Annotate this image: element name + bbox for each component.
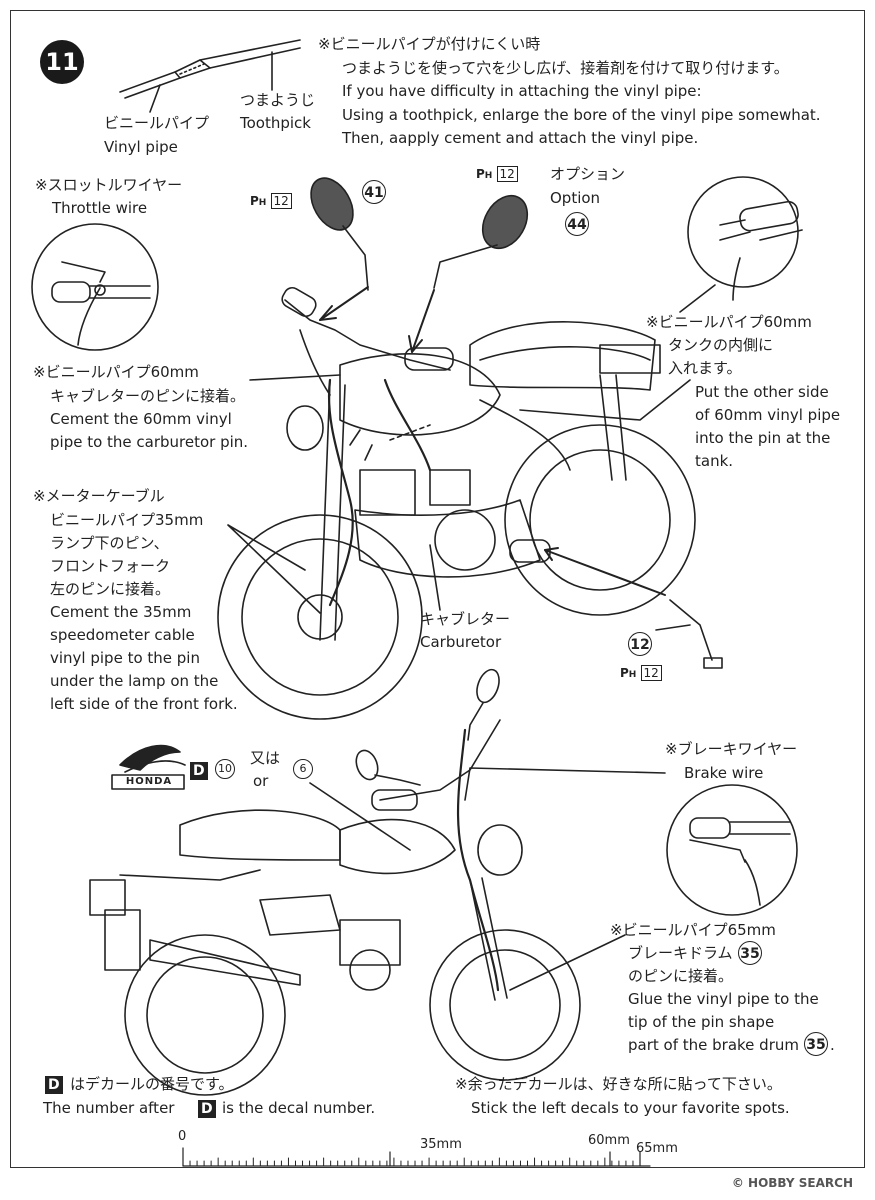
note-65mm-en3: part of the brake drum bbox=[628, 1036, 799, 1054]
brake-wire-label-jp: ※ブレーキワイヤー bbox=[665, 740, 798, 758]
note-65mm-en1: Glue the vinyl pipe to the bbox=[628, 990, 819, 1008]
ruler-label-0: 0 bbox=[178, 1129, 187, 1144]
note-meter-cable-en2: speedometer cable bbox=[50, 626, 195, 644]
decal-note-d-badge: D bbox=[45, 1074, 63, 1094]
note-60mm-tank-en4: tank. bbox=[695, 452, 734, 470]
vinyl-pipe-inset-drawing bbox=[119, 39, 301, 113]
vinyl-pipe-tip-jp2: つまようじを使って穴を少し広げ、接着剤を付けて取り付けます。 bbox=[342, 59, 789, 77]
vinyl-pipe-tip-jp: ※ビニールパイプが付けにくい時 bbox=[318, 35, 541, 53]
note-meter-cable-en5: left side of the front fork. bbox=[50, 695, 238, 713]
vinyl-pipe-tip-en3: Then, aapply cement and attach the vinyl… bbox=[342, 129, 699, 147]
vinyl-pipe-tip-en2: Using a toothpick, enlarge the bore of t… bbox=[342, 106, 821, 124]
vinyl-pipe-label-jp: ビニールパイプ bbox=[104, 114, 210, 132]
decal-note-jp: はデカールの番号です。 bbox=[70, 1075, 234, 1093]
ruler-label-60: 60mm bbox=[588, 1133, 630, 1148]
note-60mm-tank-en3: into the pin at the bbox=[695, 429, 831, 447]
instruction-page bbox=[10, 10, 865, 1168]
decal-number-6: 6 bbox=[293, 759, 313, 779]
note-65mm-jp1: ※ビニールパイプ65mm bbox=[610, 921, 776, 939]
part-code-ph12-option: PH 12 bbox=[476, 166, 518, 182]
decal-number-10: 10 bbox=[215, 759, 235, 779]
decal-note-en-post: is the decal number. bbox=[222, 1099, 376, 1117]
note-meter-cable-jp2: ビニールパイプ35mm bbox=[50, 511, 204, 529]
brake-inset-drawing bbox=[666, 784, 798, 916]
step-number-badge: 11 bbox=[40, 40, 84, 84]
decal-d-badge: D bbox=[190, 760, 208, 780]
carburetor-label-en: Carburetor bbox=[420, 633, 502, 651]
throttle-inset-drawing bbox=[31, 223, 159, 351]
note-meter-cable-en4: under the lamp on the bbox=[50, 672, 219, 690]
note-60mm-tank-en1: Put the other side bbox=[695, 383, 829, 401]
ruler-label-35: 35mm bbox=[420, 1137, 462, 1152]
note-60mm-tank-jp3: 入れます。 bbox=[668, 359, 742, 377]
decal-note-en-pre: The number after bbox=[43, 1099, 175, 1117]
option-label-jp: オプション bbox=[550, 165, 626, 183]
note-60mm-tank-jp2: タンクの内側に bbox=[668, 336, 774, 354]
part-number-41: 41 bbox=[362, 180, 386, 204]
note-60mm-carb-jp2: キャブレターのピンに接着。 bbox=[50, 387, 246, 405]
toothpick-label-en: Toothpick bbox=[240, 114, 311, 132]
note-65mm-jp3: のピンに接着。 bbox=[628, 967, 734, 985]
part-code-ph12-mirror: PH 12 bbox=[250, 193, 292, 209]
throttle-label-en: Throttle wire bbox=[52, 199, 148, 217]
leftover-note-en: Stick the left decals to your favorite s… bbox=[471, 1099, 790, 1117]
decal-note-en-d-badge: D bbox=[198, 1098, 216, 1118]
toothpick-label-jp: つまようじ bbox=[240, 91, 316, 109]
note-60mm-tank-en2: of 60mm vinyl pipe bbox=[695, 406, 841, 424]
note-60mm-carb-en2: pipe to the carburetor pin. bbox=[50, 433, 249, 451]
tank-inset-drawing bbox=[679, 176, 803, 313]
carburetor-label-jp: キャブレター bbox=[420, 610, 511, 628]
vinyl-pipe-label-en: Vinyl pipe bbox=[104, 138, 178, 156]
note-meter-cable-jp3: ランプ下のピン、 bbox=[50, 534, 169, 552]
note-meter-cable-jp1: ※メーターケーブル bbox=[33, 487, 165, 505]
or-label-jp: 又は bbox=[250, 749, 281, 767]
note-60mm-carb-en1: Cement the 60mm vinyl bbox=[50, 410, 232, 428]
throttle-label-jp: ※スロットルワイヤー bbox=[35, 176, 183, 194]
watermark: © HOBBY SEARCH bbox=[731, 1176, 853, 1190]
note-65mm-jp2: ブレーキドラム bbox=[628, 944, 733, 962]
option-label-en: Option bbox=[550, 189, 601, 207]
part-number-44: 44 bbox=[565, 212, 589, 236]
part-number-35-b: 35 bbox=[804, 1032, 828, 1056]
note-60mm-tank-jp1: ※ビニールパイプ60mm bbox=[646, 313, 812, 331]
note-meter-cable-jp4: フロントフォーク bbox=[50, 557, 171, 575]
part-number-12: 12 bbox=[628, 632, 652, 656]
leftover-note-jp: ※余ったデカールは、好きな所に貼って下さい。 bbox=[455, 1075, 782, 1093]
motorcycle-bottom-drawing bbox=[89, 668, 666, 1096]
vinyl-pipe-tip-en1: If you have difficulty in attaching the … bbox=[342, 82, 702, 100]
note-meter-cable-en1: Cement the 35mm bbox=[50, 603, 192, 621]
ruler-label-65: 65mm bbox=[636, 1141, 678, 1156]
note-65mm-period: . bbox=[830, 1036, 835, 1054]
or-label-en: or bbox=[253, 772, 269, 790]
note-60mm-carb-jp1: ※ビニールパイプ60mm bbox=[33, 363, 199, 381]
note-meter-cable-en3: vinyl pipe to the pin bbox=[50, 649, 200, 667]
part-code-ph12-kickstand: PH 12 bbox=[620, 665, 662, 681]
honda-wing-logo-drawing bbox=[111, 744, 186, 790]
part-number-35-a: 35 bbox=[738, 941, 762, 965]
note-65mm-en2: tip of the pin shape bbox=[628, 1013, 775, 1031]
note-meter-cable-jp5: 左のピンに接着。 bbox=[50, 580, 171, 598]
motorcycle-top-drawing bbox=[217, 177, 723, 720]
brake-wire-label-en: Brake wire bbox=[684, 764, 764, 782]
honda-logo-text: HONDA bbox=[125, 776, 173, 787]
